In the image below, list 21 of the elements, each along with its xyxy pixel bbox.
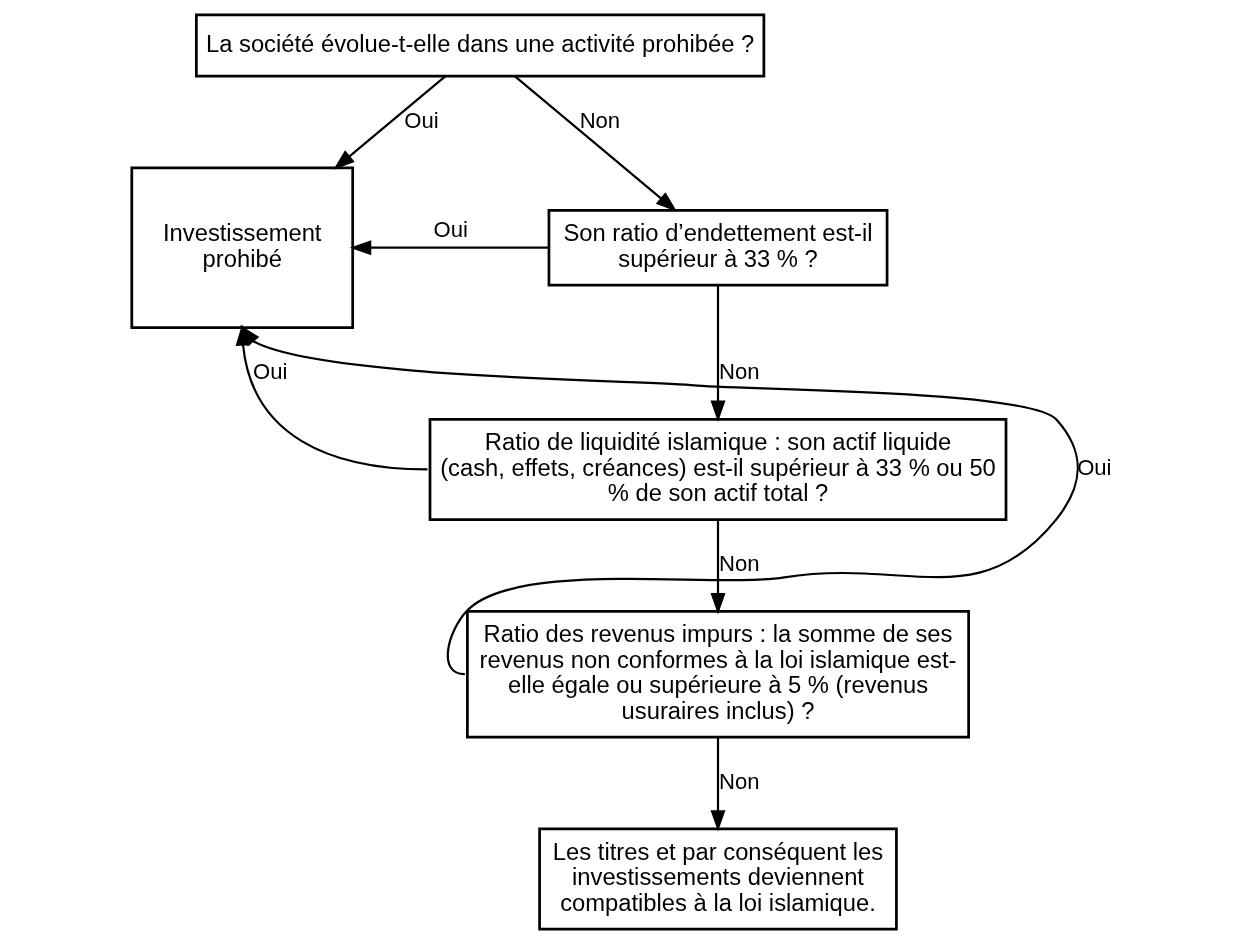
node-box: Ratio de liquidité islamique : son actif liquide (cash, effets, créances) est-il supérieur à 33 % ou 50 % de son actif total ? [428, 417, 1007, 521]
edge-label: Non [718, 768, 759, 794]
arrow [513, 75, 677, 212]
node-box: Ratio des revenus impurs : la somme de ses revenus non conformes à la loi islamique est-elle égale ou supérieure à 5 % (revenus usuraires inclus) ? [465, 609, 970, 739]
arrow [710, 519, 725, 615]
node-box: Les titres et par conséquent les investissements deviennent compatibles à la loi islamique. [537, 827, 898, 931]
node-box: Son ratio d’endettement est-il supérieur à 33 % ? [547, 208, 888, 287]
edge-label: Oui [433, 216, 468, 242]
edge-label: Oui [403, 107, 439, 133]
edge-label: Non [718, 551, 759, 577]
arrow [710, 737, 725, 832]
node-box: Investissement prohibé [129, 166, 354, 329]
edge-label: Non [579, 107, 620, 133]
edge-label: Non [718, 359, 759, 385]
arrow [349, 240, 549, 256]
node-box: La société évolue-t-elle dans une activité prohibée ? [194, 13, 765, 78]
arrow [239, 324, 1079, 676]
arrow [332, 75, 446, 170]
edge-label: Oui [1076, 455, 1112, 481]
edge-label: Oui [252, 359, 287, 385]
arrow [710, 285, 725, 422]
